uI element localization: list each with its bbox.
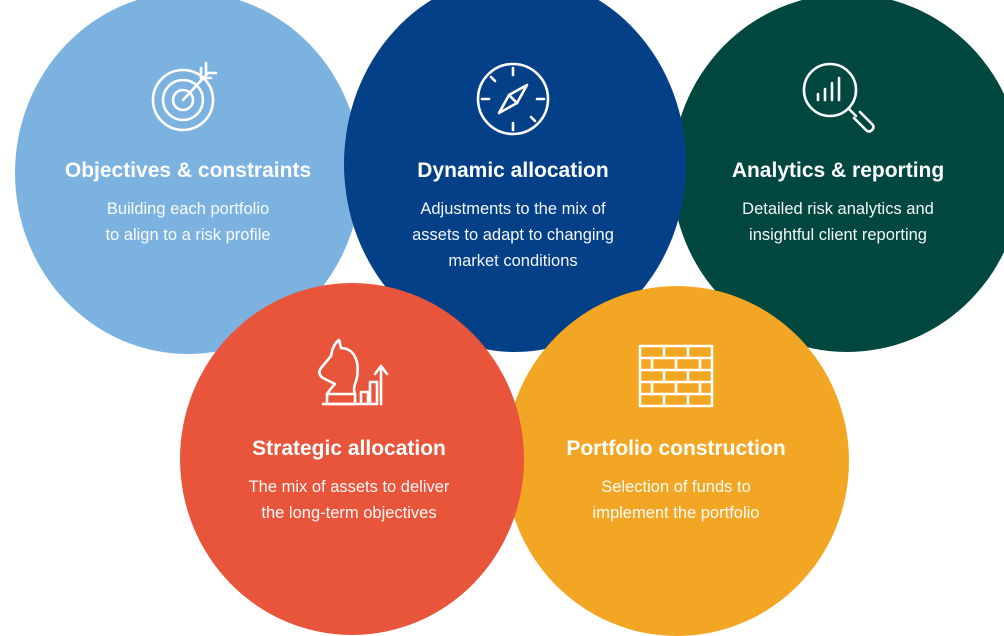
compass-icon bbox=[471, 57, 555, 141]
magnifier-chart-icon bbox=[796, 56, 880, 140]
target-icon bbox=[146, 56, 230, 140]
portfolio-title: Portfolio construction bbox=[566, 437, 786, 460]
chess-knight-growth-icon bbox=[309, 334, 393, 418]
strategic-circle bbox=[180, 283, 524, 635]
brick-wall-icon bbox=[634, 334, 718, 418]
strategic-title: Strategic allocation bbox=[252, 437, 446, 460]
dynamic-title: Dynamic allocation bbox=[417, 159, 609, 182]
analytics-title: Analytics & reporting bbox=[731, 159, 945, 182]
objectives-title: Objectives & constraints bbox=[64, 159, 312, 182]
objectives-description: Building each portfolio to align to a ri… bbox=[105, 200, 271, 244]
strategic-description: The mix of assets to deliver the long-te… bbox=[248, 478, 450, 522]
analytics-description: Detailed risk analytics and insightful c… bbox=[742, 200, 934, 244]
portfolio-description: Selection of funds to implement the port… bbox=[592, 478, 760, 522]
portfolio-circle bbox=[505, 286, 849, 636]
dynamic-description: Adjustments to the mix of assets to adap… bbox=[412, 200, 614, 270]
